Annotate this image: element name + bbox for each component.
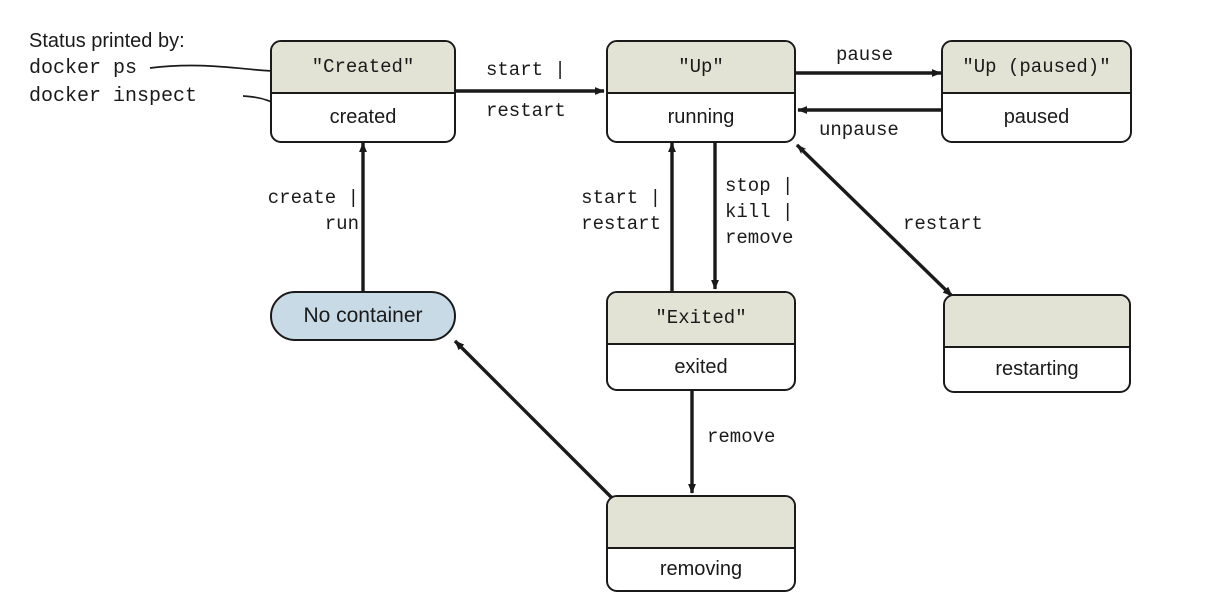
node-created-inspect-status: created [329, 106, 397, 128]
node-restarting-ps-status [945, 296, 1129, 348]
node-restarting-inspect-status: restarting [995, 358, 1079, 380]
node-removing-ps-status [608, 497, 794, 549]
edge-label-run: run [324, 213, 359, 235]
caption-docker-ps: docker ps [29, 57, 138, 80]
node-up[interactable]: "Up" running [606, 40, 796, 143]
edge-label-remove-branch: remove [725, 227, 794, 249]
node-removing-inspect-status: removing [659, 558, 743, 580]
node-exited-inspect-status: exited [674, 355, 728, 378]
node-created[interactable]: "Created" created [270, 40, 456, 143]
edge-label-restart-diagonal: restart [903, 213, 983, 235]
node-exited-ps-status: "Exited" [608, 293, 794, 345]
node-up-inspect-status: running [667, 106, 735, 128]
node-created-ps-status: "Created" [272, 42, 454, 94]
edge-label-start-2: start | [581, 187, 661, 209]
node-up-paused-inspect-status: paused [1003, 106, 1070, 128]
edge-label-unpause: unpause [819, 119, 899, 141]
caption-status-printed-by: Status printed by: [29, 30, 185, 52]
edge-removing-to-nocontainer [453, 339, 616, 502]
edge-label-pause: pause [836, 44, 894, 66]
node-no-container[interactable]: No container [270, 291, 456, 341]
edge-label-restart-2: restart [581, 213, 661, 235]
node-no-container-label: No container [303, 304, 423, 327]
node-up-paused-ps-status: "Up (paused)" [943, 42, 1130, 94]
node-up-paused[interactable]: "Up (paused)" paused [941, 40, 1132, 143]
edge-label-remove: remove [707, 426, 776, 448]
edge-label-restart-1: restart [486, 100, 566, 122]
node-removing[interactable]: removing [606, 495, 796, 592]
node-up-ps-status: "Up" [608, 42, 794, 94]
node-exited[interactable]: "Exited" exited [606, 291, 796, 391]
node-restarting[interactable]: restarting [943, 294, 1131, 393]
caption-docker-inspect: docker inspect [29, 85, 198, 108]
edge-label-stop: stop | [725, 175, 794, 197]
edge-label-kill: kill | [725, 201, 794, 223]
edge-label-start-1: start | [486, 59, 566, 81]
edge-label-create: create | [267, 187, 359, 209]
